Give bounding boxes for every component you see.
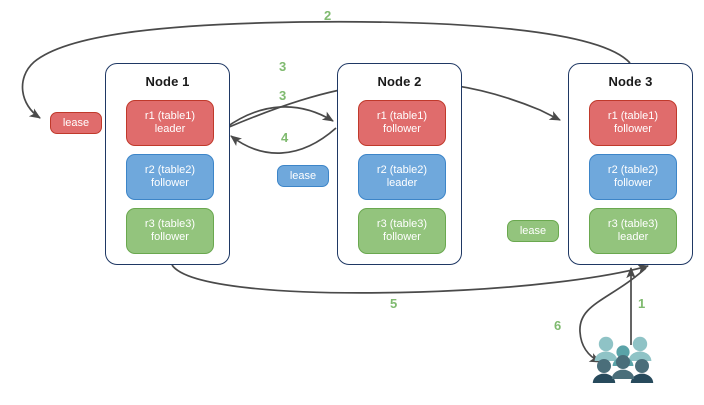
replica-name: r1 (table1) bbox=[607, 109, 659, 122]
edge-3-lower bbox=[223, 106, 334, 130]
edge-label-2: 2 bbox=[324, 8, 332, 23]
lease-label: lease bbox=[289, 170, 317, 182]
replica-node1-r3[interactable]: r3 (table3) follower bbox=[126, 208, 214, 254]
replica-node3-r3[interactable]: r3 (table3) leader bbox=[589, 208, 677, 254]
replica-node3-r2[interactable]: r2 (table2) follower bbox=[589, 154, 677, 200]
edge-4 bbox=[230, 127, 337, 154]
replica-node2-r3[interactable]: r3 (table3) follower bbox=[358, 208, 446, 254]
node-box-node1[interactable]: Node 1 r1 (table1) leader r2 (table2) fo… bbox=[105, 63, 230, 265]
edge-label-4: 4 bbox=[281, 130, 289, 145]
replica-name: r2 (table2) bbox=[376, 163, 428, 176]
replica-role: follower bbox=[614, 123, 652, 135]
replica-name: r1 (table1) bbox=[376, 109, 428, 122]
lease-box-green[interactable]: lease bbox=[507, 220, 559, 242]
replica-role: leader bbox=[386, 177, 418, 189]
replica-role: leader bbox=[617, 231, 649, 243]
node-box-node2[interactable]: Node 2 r1 (table1) follower r2 (table2) … bbox=[337, 63, 462, 265]
edge-label-5: 5 bbox=[390, 296, 398, 311]
replica-name: r3 (table3) bbox=[607, 217, 659, 230]
replica-role: follower bbox=[151, 177, 189, 189]
replica-name: r3 (table3) bbox=[144, 217, 196, 230]
replica-role: follower bbox=[383, 123, 421, 135]
replica-node2-r1[interactable]: r1 (table1) follower bbox=[358, 100, 446, 146]
edge-label-3-lower: 3 bbox=[279, 88, 287, 103]
replica-node3-r1[interactable]: r1 (table1) follower bbox=[589, 100, 677, 146]
node-title-node3: Node 3 bbox=[608, 74, 653, 89]
node-title-node1: Node 1 bbox=[145, 74, 190, 89]
replica-name: r2 (table2) bbox=[607, 163, 659, 176]
replica-role: follower bbox=[383, 231, 421, 243]
lease-box-blue[interactable]: lease bbox=[277, 165, 329, 187]
replica-name: r1 (table1) bbox=[144, 109, 196, 122]
edge-2 bbox=[21, 20, 631, 119]
edge-label-6: 6 bbox=[554, 318, 562, 333]
users-icon bbox=[592, 336, 654, 383]
replica-name: r3 (table3) bbox=[376, 217, 428, 230]
lease-label: lease bbox=[62, 117, 90, 129]
replica-name: r2 (table2) bbox=[144, 163, 196, 176]
replica-role: leader bbox=[154, 123, 186, 135]
edge-label-1: 1 bbox=[638, 296, 646, 311]
node-title-node2: Node 2 bbox=[377, 74, 422, 89]
edge-5 bbox=[171, 264, 649, 294]
lease-box-red[interactable]: lease bbox=[50, 112, 102, 134]
edge-label-3-upper: 3 bbox=[279, 59, 287, 74]
replica-node2-r2[interactable]: r2 (table2) leader bbox=[358, 154, 446, 200]
replica-role: follower bbox=[614, 177, 652, 189]
replica-node1-r1[interactable]: r1 (table1) leader bbox=[126, 100, 214, 146]
node-box-node3[interactable]: Node 3 r1 (table1) follower r2 (table2) … bbox=[568, 63, 693, 265]
replica-role: follower bbox=[151, 231, 189, 243]
replica-node1-r2[interactable]: r2 (table2) follower bbox=[126, 154, 214, 200]
edge-6 bbox=[579, 267, 647, 363]
lease-label: lease bbox=[519, 225, 547, 237]
